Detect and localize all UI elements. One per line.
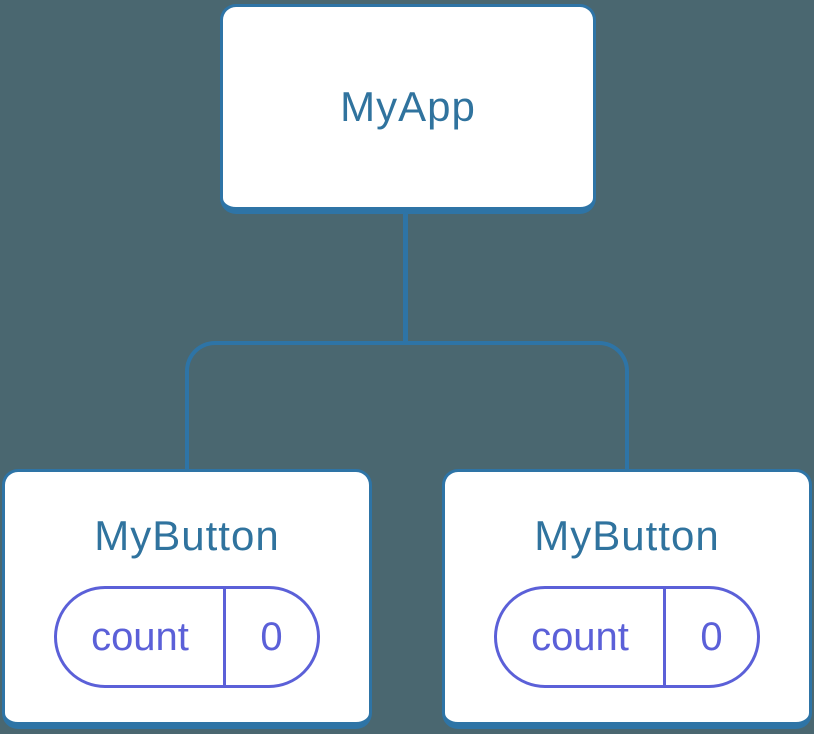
component-node-mybutton-1: MyButton count 0 [2,469,372,729]
state-pill: count 0 [54,586,320,688]
state-pill: count 0 [494,586,760,688]
node-title: MyButton [534,512,720,559]
connector-branch-bracket [185,341,629,469]
state-key-label: count [57,589,226,685]
state-key-label: count [497,589,666,685]
node-title: MyApp [340,83,476,130]
connector-trunk-line [403,212,408,343]
state-value: 0 [260,614,283,659]
component-node-mybutton-2: MyButton count 0 [442,469,812,729]
node-title: MyButton [94,512,280,559]
component-node-myapp: MyApp [220,4,596,214]
state-value: 0 [700,614,723,659]
